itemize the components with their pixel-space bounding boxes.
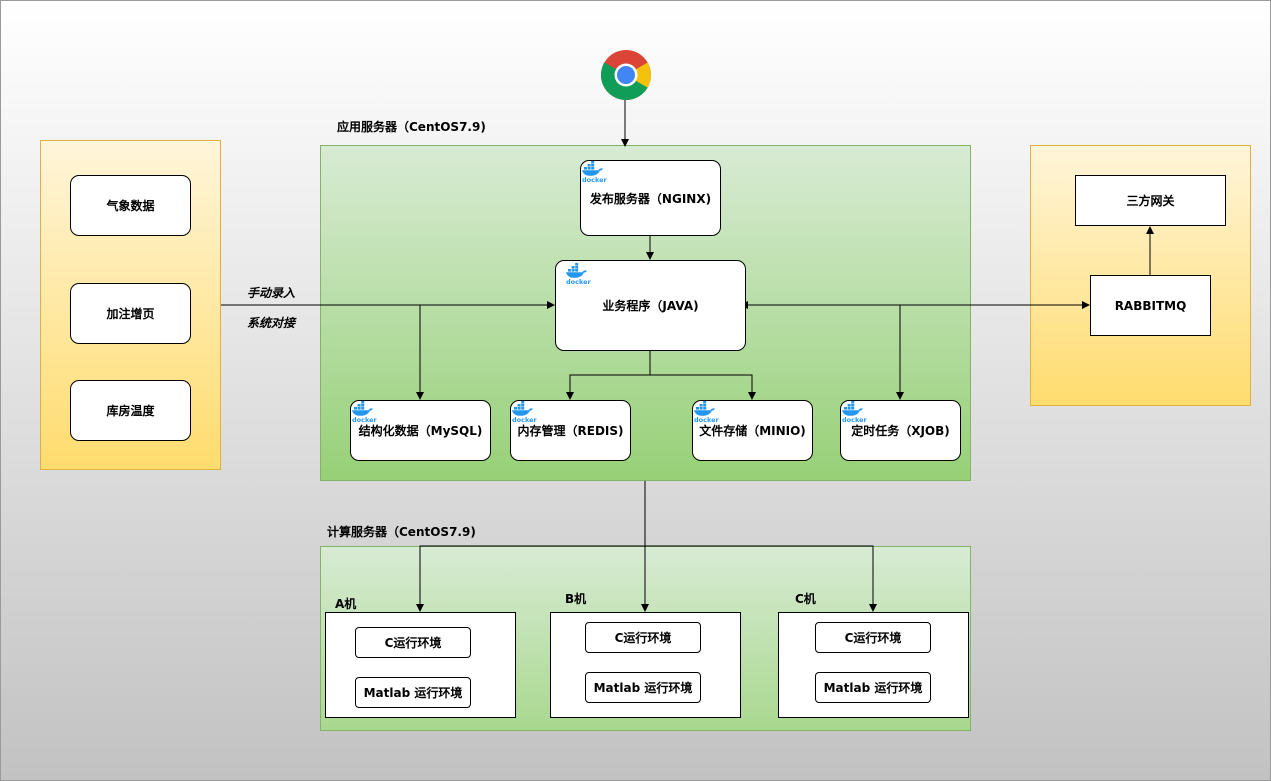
docker-icon [565,263,591,285]
redis-label: 内存管理（REDIS) [517,424,624,438]
chrome-browser-icon [601,50,651,100]
source-warehouse-temp[interactable]: 库房温度 [70,380,191,441]
machine-b-label: B机 [565,592,587,606]
rabbitmq-service[interactable]: RABBITMQ [1090,275,1211,336]
compute-server-title: 计算服务器（CentOS7.9) [327,525,476,539]
docker-icon [511,401,537,423]
machine-a-label: A机 [335,597,357,611]
machine-b-c-runtime[interactable]: C运行环境 [585,622,701,653]
docker-icon [581,161,607,183]
to-redis-arrow [566,350,651,400]
machine-c-c-runtime[interactable]: C运行环境 [815,622,931,653]
third-party-gateway[interactable]: 三方网关 [1075,175,1226,226]
edge-label-manual-entry: 手动录入 [247,286,296,300]
to-minio-arrow [650,374,756,400]
machine-b-matlab-runtime[interactable]: Matlab 运行环境 [585,672,701,703]
machine-a-matlab-runtime[interactable]: Matlab 运行环境 [355,677,471,708]
app-server-title: 应用服务器（CentOS7.9) [337,120,486,134]
machine-c-label: C机 [795,592,816,606]
mysql-label: 结构化数据（MySQL) [358,424,483,438]
docker-icon [693,401,719,423]
xjob-service[interactable]: 定时任务（XJOB) [840,400,961,461]
docker-icon [841,401,867,423]
minio-label: 文件存储（MINIO) [699,424,806,438]
nginx-service[interactable]: 发布服务器（NGINX) [580,160,721,236]
machine-a-c-runtime[interactable]: C运行环境 [355,627,471,658]
business-service[interactable]: 业务程序（JAVA) [555,260,746,351]
redis-service[interactable]: 内存管理（REDIS) [510,400,631,461]
docker-icon [351,401,377,423]
nginx-label: 发布服务器（NGINX) [589,191,712,206]
machine-c-matlab-runtime[interactable]: Matlab 运行环境 [815,672,931,703]
edge-label-system-integration: 系统对接 [247,316,296,330]
xjob-label: 定时任务（XJOB) [851,424,950,438]
business-label: 业务程序（JAVA) [602,299,699,313]
mysql-service[interactable]: 结构化数据（MySQL) [350,400,491,461]
source-weather-data[interactable]: 气象数据 [70,175,191,236]
to-machine-c-arrow [645,545,877,612]
to-machine-a-arrow [416,545,645,612]
source-refuel-page[interactable]: 加注增页 [70,283,191,344]
minio-service[interactable]: 文件存储（MINIO) [692,400,813,461]
